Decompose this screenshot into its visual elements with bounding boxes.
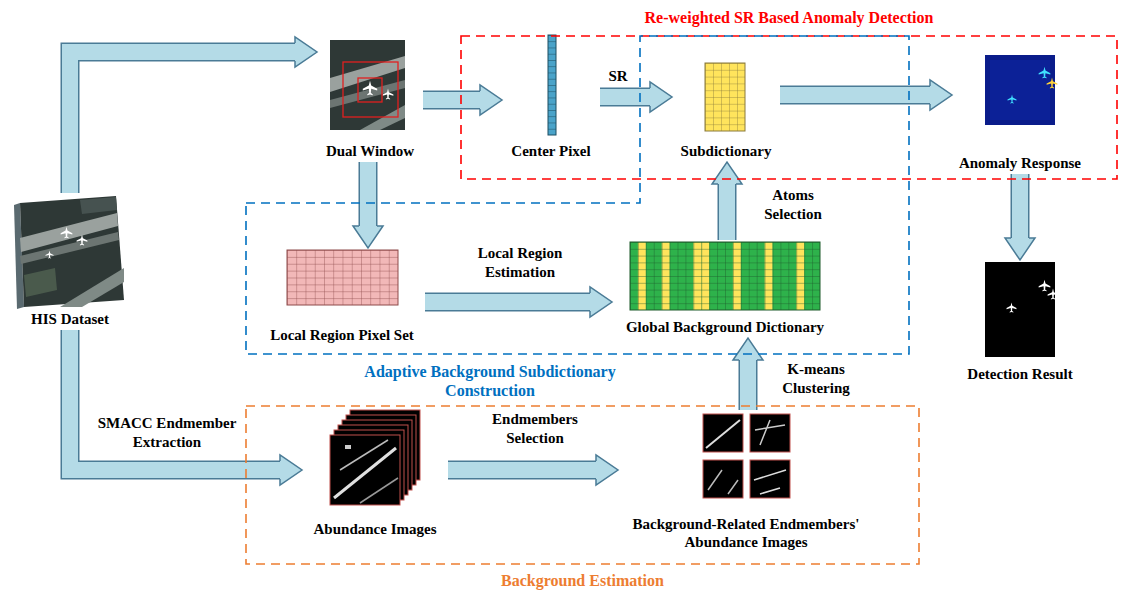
arrow-head (712, 162, 742, 184)
arrow-head (596, 455, 618, 485)
image-node: Background-Related Endmembers' Abundance… (618, 410, 874, 553)
arrow-head-outline (590, 287, 612, 317)
arrow-shaft (600, 89, 653, 105)
node-caption: Subdictionary (672, 142, 780, 160)
node-caption: Global Background Dictionary (612, 318, 838, 336)
image-node: Detection Result (957, 260, 1083, 385)
abundance-image-stack (330, 410, 420, 505)
arrow-shaft (70, 330, 283, 470)
arrow-head (1005, 238, 1035, 260)
arrow-head (295, 37, 317, 67)
arrow-head-outline (280, 455, 302, 485)
block-arrow (600, 82, 672, 112)
arrow-shaft-outline (739, 357, 758, 410)
arrow-shaft-outline (423, 91, 483, 110)
region-border (461, 36, 1117, 179)
arrow-shaft (740, 357, 756, 410)
block-arrow (70, 37, 317, 193)
node-caption: HIS Dataset (7, 310, 133, 328)
arrow-head-outline (596, 455, 618, 485)
anomaly-response-map (985, 55, 1057, 125)
image-node: Anomaly Response (952, 53, 1088, 174)
edge-label: SR (604, 67, 632, 86)
dashed-region: Re-weighted SR Based Anomaly DetectionCe… (460, 8, 1118, 180)
block-arrow (780, 80, 952, 110)
arrow-shaft (360, 162, 376, 229)
arrow-shaft-outline (448, 461, 599, 480)
arrow-head-outline (480, 85, 502, 115)
subdictionary-grid (705, 63, 745, 131)
node-caption: Dual Window (317, 142, 423, 160)
image-node: Dual Window (317, 38, 423, 162)
arrow-shaft-outline (425, 293, 593, 312)
arrow-head (480, 85, 502, 115)
global-dictionary-grid (630, 242, 820, 310)
arrow-shaft (425, 294, 593, 310)
edge-label: Atoms Selection (748, 186, 838, 224)
arrow-shaft-outline (70, 330, 283, 470)
image-node: Global Background Dictionary (612, 240, 838, 338)
arrow-shaft (780, 87, 933, 103)
arrow-head (353, 226, 383, 248)
node-caption: Background-Related Endmembers' Abundance… (618, 515, 874, 551)
arrow-head-outline (650, 82, 672, 112)
edge-label: SMACC Endmember Extraction (92, 414, 242, 452)
image-node: Abundance Images (302, 408, 448, 540)
arrow-head (650, 82, 672, 112)
arrow-shaft-outline (600, 88, 653, 107)
image-node: Subdictionary (672, 60, 780, 162)
arrow-shaft-outline (1011, 174, 1030, 241)
local-region-grid (287, 250, 398, 305)
node-caption: Detection Result (957, 365, 1083, 383)
node-caption: Abundance Images (302, 520, 448, 538)
block-arrow (448, 455, 618, 485)
block-arrow (423, 85, 502, 115)
block-arrow (712, 162, 742, 240)
block-arrow (733, 338, 763, 410)
image-node: Center Pixel (502, 33, 600, 162)
region-title: Re-weighted SR Based Anomaly Detection (460, 8, 1118, 27)
node-caption: Center Pixel (502, 142, 600, 160)
arrow-head (733, 338, 763, 360)
arrow-head-outline (733, 338, 763, 360)
edge-label: K-means Clustering (766, 360, 866, 398)
arrow-shaft-outline (780, 86, 933, 105)
image-node: Local Region Pixel Set (259, 248, 425, 346)
arrow-shaft-outline (70, 52, 298, 193)
node-caption: Local Region Pixel Set (259, 326, 425, 344)
arrow-head-outline (712, 162, 742, 184)
arrow-head (590, 287, 612, 317)
detection-result-map (985, 262, 1058, 357)
edge-label: Local Region Estimation (452, 244, 588, 282)
region-border (246, 36, 909, 354)
arrow-shaft (719, 181, 735, 240)
edge-label: Endmembers Selection (470, 410, 600, 448)
center-pixel-vector (548, 35, 556, 135)
region-title: Adaptive Background Subdictionary Constr… (350, 362, 630, 400)
block-arrow (1005, 174, 1035, 260)
arrow-head-outline (1005, 238, 1035, 260)
hsi-image-cube (14, 196, 124, 309)
dual-window-image (330, 40, 405, 130)
arrow-head-outline (930, 80, 952, 110)
image-node: HIS Dataset (7, 193, 133, 330)
arrow-shaft (448, 462, 599, 478)
node-caption: Anomaly Response (952, 154, 1088, 172)
arrow-shaft (70, 52, 298, 193)
region-border (246, 406, 919, 564)
region-title: Background Estimation (245, 571, 920, 590)
arrow-shaft (423, 92, 483, 108)
block-arrow (425, 287, 612, 317)
background-abundance-tiles (703, 414, 790, 498)
block-arrow (353, 162, 383, 248)
arrow-head-outline (295, 37, 317, 67)
arrow-shaft-outline (718, 181, 737, 240)
arrow-head-outline (353, 226, 383, 248)
arrow-head (280, 455, 302, 485)
arrow-shaft (1012, 174, 1028, 241)
arrow-shaft-outline (359, 162, 378, 229)
arrow-head (930, 80, 952, 110)
